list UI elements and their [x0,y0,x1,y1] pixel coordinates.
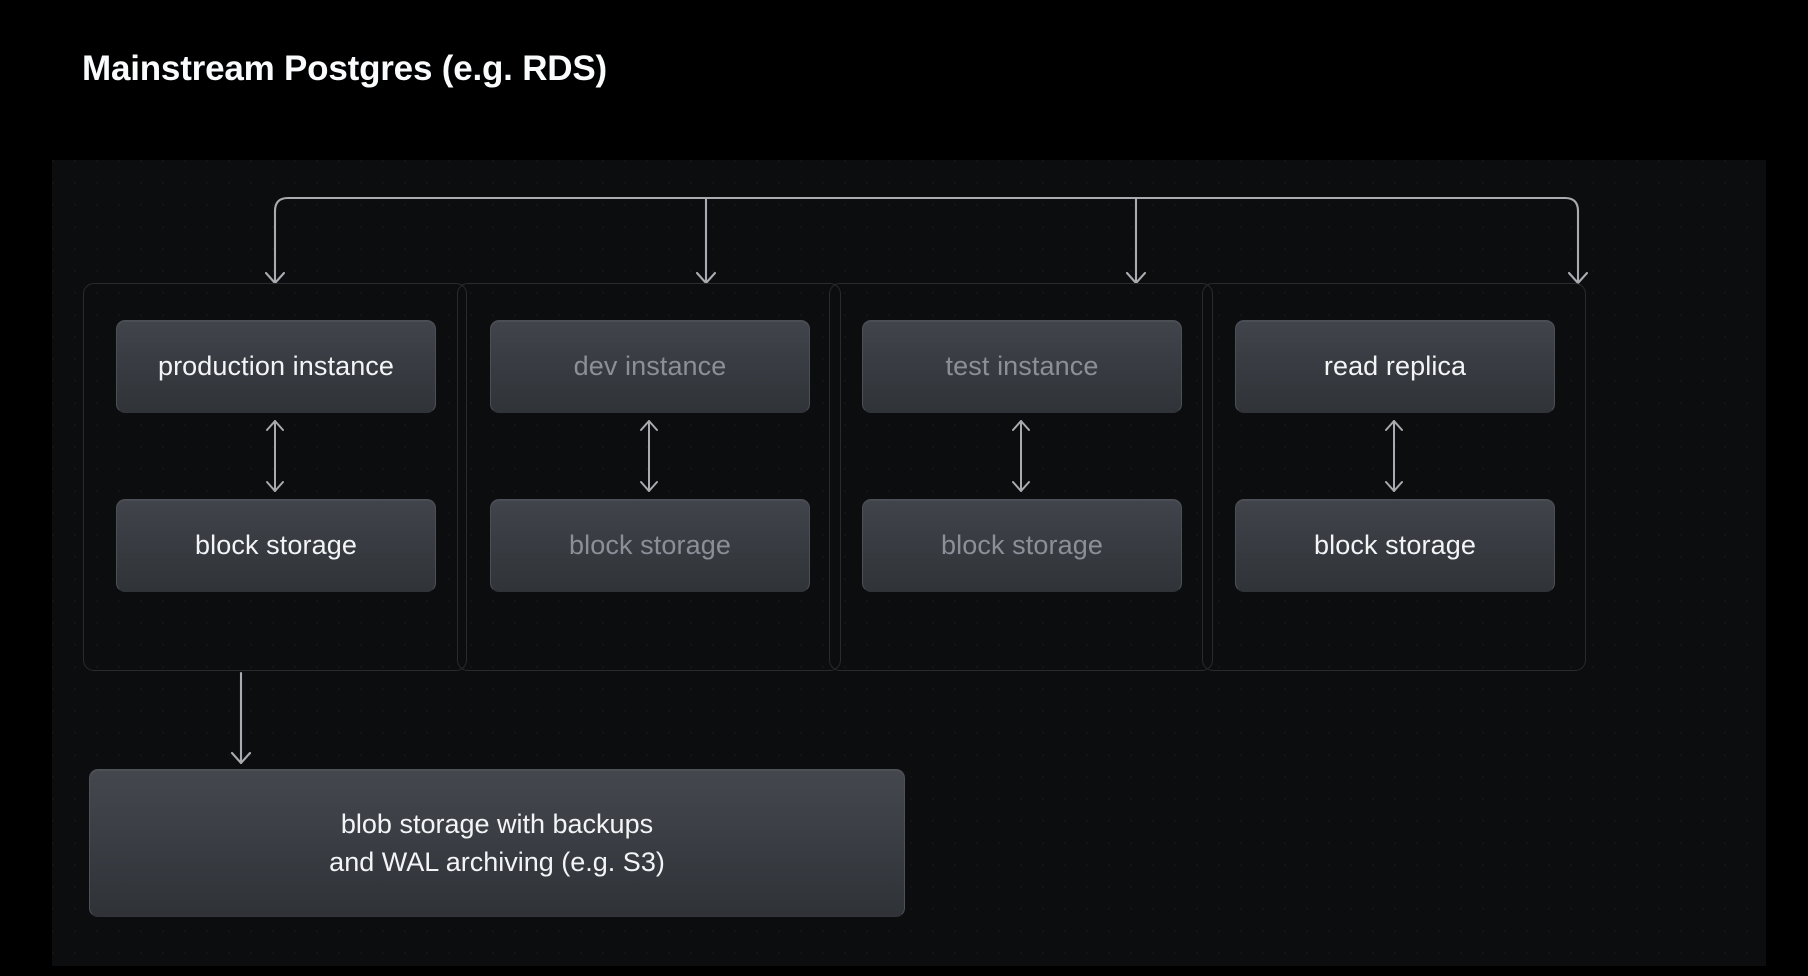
node-label: read replica [1323,351,1467,381]
node-label: dev instance [573,351,727,381]
group-dev[interactable]: dev instance block storage [457,283,841,671]
node-label: block storage [195,530,357,560]
blob-storage-line-2: and WAL archiving (e.g. S3) [329,847,665,877]
node-block-storage[interactable]: block storage [862,499,1182,592]
node-label: production instance [157,351,395,381]
blob-storage-line-1: blob storage with backups [340,808,654,839]
node-block-storage[interactable]: block storage [490,499,810,592]
node-label: block storage [569,530,731,560]
node-block-storage[interactable]: block storage [1235,499,1555,592]
group-production[interactable]: production instance block storage [83,283,467,671]
group-read-replica[interactable]: read replica block storage [1202,283,1586,671]
node-block-storage[interactable]: block storage [116,499,436,592]
node-dev-instance[interactable]: dev instance [490,320,810,413]
node-production-instance[interactable]: production instance [116,320,436,413]
bidirectional-arrow-icon [640,420,658,492]
arrow-to-blob-storage-icon [230,671,252,765]
node-label: test instance [945,351,1099,381]
bidirectional-arrow-icon [1012,420,1030,492]
bidirectional-arrow-icon [1385,420,1403,492]
node-test-instance[interactable]: test instance [862,320,1182,413]
node-label: block storage [1314,530,1476,560]
node-blob-storage[interactable]: blob storage with backups and WAL archiv… [89,769,905,917]
diagram-panel: production instance block storage dev in… [52,160,1766,966]
node-read-replica[interactable]: read replica [1235,320,1555,413]
page-title: Mainstream Postgres (e.g. RDS) [82,49,607,88]
group-test[interactable]: test instance block storage [829,283,1213,671]
bidirectional-arrow-icon [266,420,284,492]
node-label: block storage [941,530,1103,560]
